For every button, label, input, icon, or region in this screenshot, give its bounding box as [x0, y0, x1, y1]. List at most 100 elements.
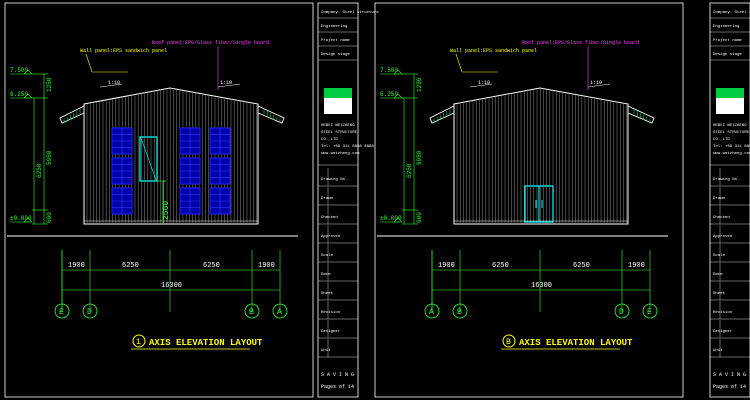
hdim-text: 6250: [492, 262, 509, 270]
level-triangle: [393, 93, 403, 99]
page-label: Pages of 14: [321, 384, 354, 390]
level-triangle: [23, 69, 33, 75]
level-triangle: [23, 93, 33, 99]
title-block-field: Drawn: [321, 196, 334, 201]
axis-label: E: [59, 308, 64, 317]
slope-arrow: [99, 83, 123, 88]
company-line: STEEL STRUCTURE: [321, 131, 358, 135]
title-block-field: Drawing No.: [713, 177, 739, 182]
title-block-field: Checked: [713, 215, 730, 220]
page-text: S A V I N G: [321, 372, 354, 378]
title-block-field: Approved: [321, 234, 341, 239]
vdim-text: 1250: [416, 77, 423, 92]
vdim-text: 600: [46, 212, 53, 223]
note-leader: [455, 53, 463, 73]
title-circle: [502, 334, 516, 348]
axis-bubble: [82, 303, 98, 319]
axis-label: B: [249, 308, 254, 317]
note-leader: [85, 53, 93, 73]
page-text: S A V I N G: [713, 372, 746, 378]
title-block-field: Revision: [713, 310, 733, 315]
title-block-row: Engineering: [713, 24, 740, 29]
vdim-text: 6250: [36, 163, 43, 178]
slope-arrow: [217, 83, 241, 88]
title-block-field: Designer: [321, 329, 341, 334]
company-logo: [324, 88, 352, 98]
company-line: Tel: +86 311 8888 8888: [713, 144, 750, 149]
view-title: AXIS ELEVATION LAYOUT: [519, 338, 633, 348]
level-label: 6.250: [380, 91, 398, 98]
hdim-total-text: 16300: [161, 282, 182, 290]
right-canopy: [257, 105, 285, 124]
title-block-row: Project name: [321, 38, 350, 43]
axis-label: D: [619, 308, 624, 317]
title-block: Company: Steel structureEngineeringProje…: [317, 2, 379, 398]
slope-arrow: [587, 83, 611, 88]
vdim-text: 600: [416, 212, 423, 223]
building-outline: [453, 87, 629, 225]
right-canopy: [627, 105, 655, 124]
level-label: 7.500: [380, 67, 398, 74]
slope-label-left: 1:10: [478, 80, 490, 86]
title-block-field: Approved: [713, 234, 733, 239]
title-block-field: Unit: [321, 348, 331, 353]
slope-label-left: 1:10: [108, 80, 120, 86]
title-block-field: Scale: [713, 253, 726, 258]
slope-label-right: 1:10: [220, 80, 232, 86]
title-block-field: Drawing No.: [321, 177, 347, 182]
axis-label: A: [429, 308, 434, 317]
axis-bubble: [54, 303, 70, 319]
company-line: CO.,LTD: [713, 138, 730, 142]
vdim-text: 6250: [406, 163, 413, 178]
wall-panel-note: Wall panel:EPS sandwich panel: [80, 48, 167, 54]
hdim-text: 6250: [122, 262, 139, 270]
company-line: HEBEI WEIZHENG: [713, 124, 747, 128]
left-canopy: [429, 105, 455, 124]
axis-label: D: [87, 308, 92, 317]
level-triangle: [23, 217, 33, 223]
axis-bubble: [642, 303, 658, 319]
company-logo-base: [324, 98, 352, 114]
title-block-field: Sheet: [713, 291, 725, 296]
vdim-text: 5950: [416, 150, 423, 165]
title-circle: [132, 334, 146, 348]
hdim-total-text: 16300: [531, 282, 552, 290]
axis-bubble: [272, 303, 288, 319]
vdim-text: 5950: [46, 150, 53, 165]
company-line: CO.,LTD: [321, 138, 338, 142]
axis-bubble: [452, 303, 468, 319]
title-block-field: Date: [321, 273, 331, 277]
page-label: Pages of 14: [713, 384, 746, 390]
axis-bubble: [244, 303, 260, 319]
title-block-field: Designer: [713, 329, 733, 334]
hdim-text: 1900: [68, 262, 85, 270]
level-label: ±0.000: [380, 215, 402, 222]
roof-panel-note: Roof panel:EPS/Glass fiber/Single board: [522, 40, 639, 46]
hdim-text: 1900: [258, 262, 275, 270]
level-label: 7.500: [10, 67, 28, 74]
level-triangle: [393, 69, 403, 75]
company-logo: [716, 88, 744, 98]
axis-label: B: [457, 308, 462, 317]
title-block-field: Drawn: [713, 196, 726, 201]
door-dim-text: 2500: [162, 201, 171, 220]
axis-label: A: [277, 308, 282, 317]
company-line: HEBEI WEIZHENG: [321, 124, 355, 128]
door-swing: [140, 137, 157, 181]
title-block-row: Company: Steel structure: [713, 10, 750, 15]
company-logo-base: [716, 98, 744, 114]
level-label: 6.250: [10, 91, 28, 98]
level-triangle: [393, 217, 403, 223]
title-circle-label: 1: [136, 338, 141, 347]
title-circle-label: B: [506, 338, 511, 347]
title-block-field: Checked: [321, 215, 338, 220]
company-line: STEEL STRUCTURE: [713, 131, 750, 135]
title-block-frame: [317, 2, 359, 398]
sheet-frame: [4, 2, 314, 398]
hdim-text: 6250: [203, 262, 220, 270]
title-block-row: Engineering: [321, 24, 348, 29]
company-line: www.weizheng.com: [321, 151, 360, 156]
